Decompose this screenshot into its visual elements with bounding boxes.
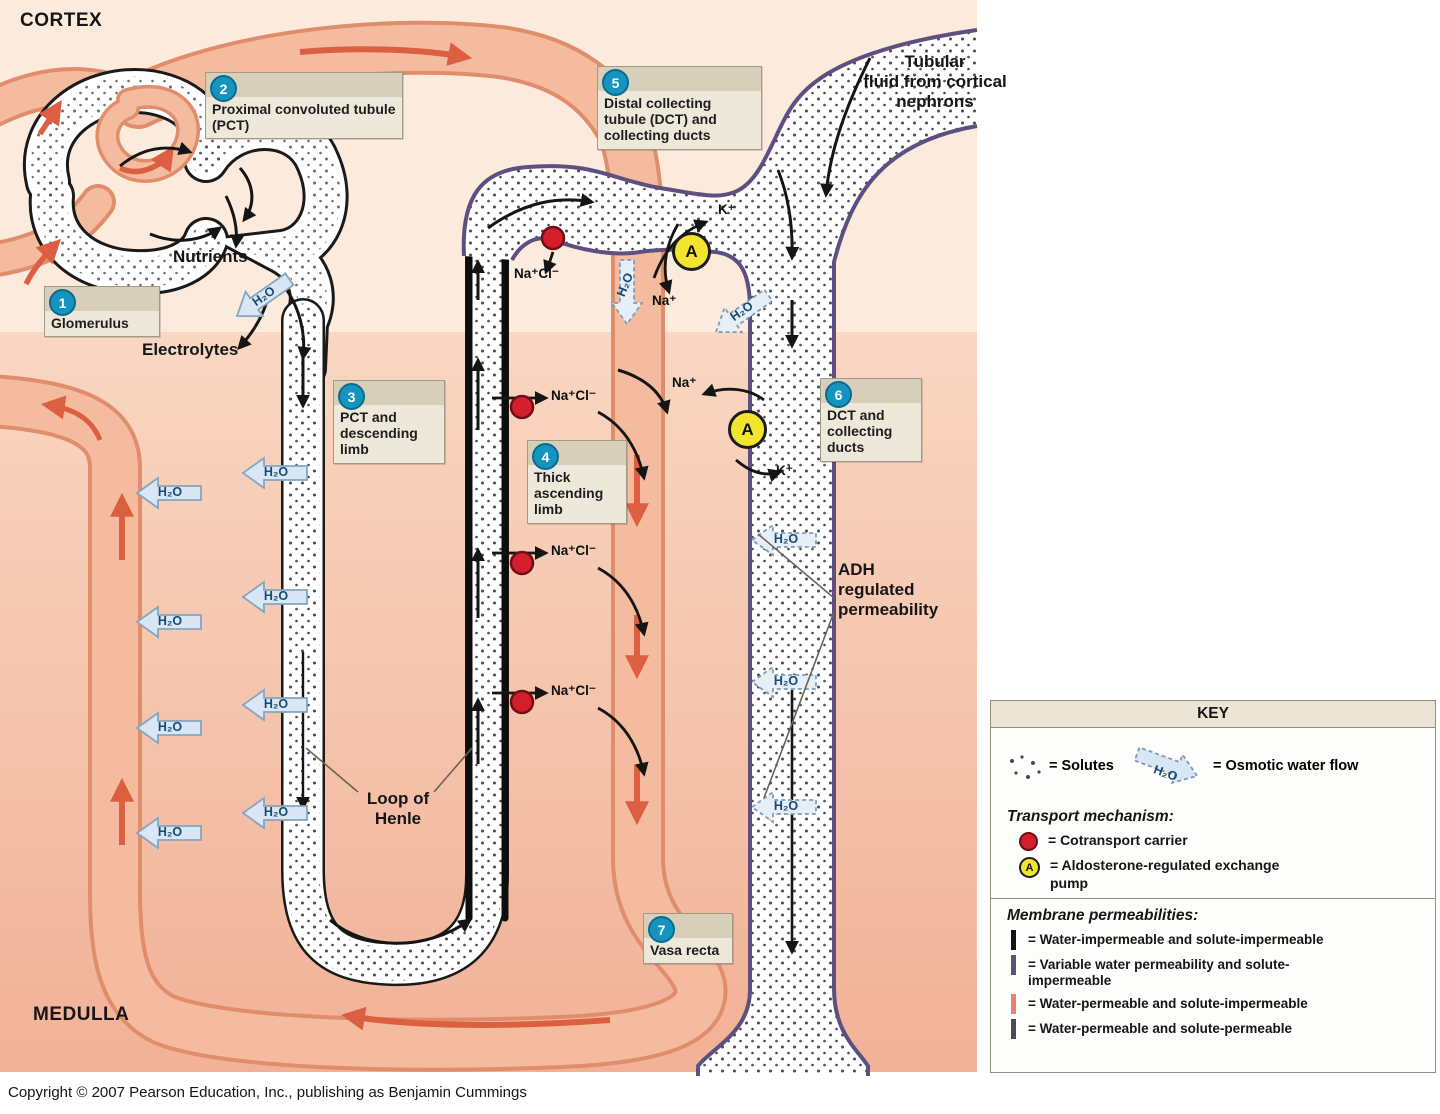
h2o-arrow-label: H₂O — [157, 825, 183, 839]
nacl-label: Na⁺Cl⁻ — [551, 543, 597, 558]
key-title: KEY — [991, 701, 1435, 728]
collecting-duct-and-dct — [461, 28, 978, 1076]
membrane-label: = Water-permeable and solute-permeable — [1028, 1021, 1292, 1037]
tubular-fluid-label: Tubular fluid from cortical nephrons — [863, 52, 1007, 112]
membrane-label: = Variable water permeability and solute… — [1028, 957, 1290, 989]
aldosterone-pump-icon: A — [1019, 857, 1040, 878]
aldosterone-pump: A — [672, 232, 711, 271]
h2o-arrow-label: H₂O — [263, 465, 289, 479]
cortex-label: CORTEX — [20, 10, 103, 31]
step-number-badge: 2 — [210, 75, 237, 102]
blood-flow-arrows — [23, 42, 649, 1031]
solutes-label: = Solutes — [1049, 758, 1114, 774]
membrane-bar-gray — [1011, 1019, 1016, 1040]
h2o-arrow-label: H₂O — [773, 674, 799, 688]
k-label: K⁺ — [718, 202, 735, 217]
step-number-badge: 6 — [825, 381, 852, 408]
step-number-badge: 5 — [602, 69, 629, 96]
step-title: PCT and descending limb — [340, 409, 418, 458]
membrane-bar-black — [1011, 930, 1016, 950]
h2o-arrow-label: H₂O — [263, 697, 289, 711]
step-box-descending-limb: 3 PCT and descending limb — [333, 380, 445, 464]
osmotic-water-flow-icon: H₂O — [1129, 732, 1207, 804]
loop-of-henle-label: Loop of Henle — [366, 789, 430, 829]
step-title: Distal collecting tubule (DCT) and colle… — [604, 95, 717, 144]
solutes-icon — [1010, 755, 1041, 779]
pointer-lines — [305, 533, 835, 799]
na-label: Na⁺ — [672, 375, 697, 390]
step-title: Glomerulus — [51, 315, 129, 331]
medulla-label: MEDULLA — [33, 1004, 130, 1025]
step-title: Vasa recta — [650, 942, 720, 958]
cotransport-carrier-label: = Cotransport carrier — [1048, 832, 1188, 848]
loop-of-henle-tube — [281, 216, 509, 987]
h2o-arrow-label: H₂O — [773, 532, 799, 546]
k-label: K⁺ — [776, 463, 793, 478]
adh-label: ADH regulated permeability — [838, 560, 939, 620]
step-number-badge: 3 — [338, 383, 365, 410]
copyright-notice: Copyright © 2007 Pearson Education, Inc.… — [8, 1084, 527, 1101]
na-label: Na⁺ — [652, 293, 677, 308]
cotransport-carriers — [492, 225, 649, 777]
step-box-dct-collecting-ducts: 5 Distal collecting tubule (DCT) and col… — [597, 66, 762, 150]
step-box-header — [206, 73, 402, 97]
electrolytes-label: Electrolytes — [142, 340, 239, 359]
step-box-thick-ascending-limb: 4 Thick ascending limb — [527, 440, 627, 524]
step-title: Proximal convoluted tubule (PCT) — [212, 101, 396, 134]
h2o-arrow-label: H₂O — [263, 589, 289, 603]
exchange-pump-arrows — [652, 219, 783, 483]
step-number-badge: 1 — [49, 289, 76, 316]
osmotic-water-flow-label: = Osmotic water flow — [1213, 758, 1359, 774]
transport-mechanism-heading: Transport mechanism: — [1007, 808, 1174, 825]
aldosterone-pump-label: = Aldosterone-regulated exchange pump — [1050, 857, 1280, 891]
nutrients-label: Nutrients — [173, 247, 248, 266]
membrane-bar-purple — [1011, 955, 1016, 975]
key-symbols-row: = Solutes H₂O = Osmotic water flow — [991, 728, 1435, 806]
membrane-label: = Water-permeable and solute-impermeable — [1028, 996, 1308, 1012]
step-number-badge: 7 — [648, 916, 675, 943]
h2o-arrow-label: H₂O — [773, 799, 799, 813]
membrane-permeability-section: Membrane permeabilities: = Water-imperme… — [991, 898, 1435, 1040]
nacl-label: Na⁺Cl⁻ — [551, 388, 597, 403]
step-box-dct-ducts: 6 DCT and collecting ducts — [820, 378, 922, 462]
h2o-arrow-label: H₂O — [157, 485, 183, 499]
step-title: DCT and collecting ducts — [827, 407, 893, 456]
step-box-vasa-recta: 7 Vasa recta — [643, 913, 733, 965]
step-box-pct: 2 Proximal convoluted tubule (PCT) — [205, 72, 403, 140]
h2o-arrow-label: H₂O — [157, 720, 183, 734]
aldosterone-pump: A — [728, 410, 767, 449]
nacl-label: Na⁺Cl⁻ — [551, 683, 597, 698]
membrane-permeabilities-heading: Membrane permeabilities: — [1007, 907, 1199, 924]
membrane-bar-orange — [1011, 994, 1016, 1015]
step-number-badge: 4 — [532, 443, 559, 470]
step-title: Thick ascending limb — [534, 469, 604, 518]
flow-arrows — [119, 57, 872, 955]
key-panel: KEY = Solutes H₂O = Osmotic water flow T… — [990, 700, 1436, 1073]
membrane-label: = Water-impermeable and solute-impermeab… — [1028, 932, 1324, 947]
step-box-glomerulus: 1 Glomerulus — [44, 286, 160, 338]
nacl-label: Na⁺Cl⁻ — [514, 266, 560, 281]
h2o-arrow-label: H₂O — [263, 805, 289, 819]
cotransport-carrier-icon — [1019, 832, 1038, 851]
h2o-arrow-label: H₂O — [157, 614, 183, 628]
